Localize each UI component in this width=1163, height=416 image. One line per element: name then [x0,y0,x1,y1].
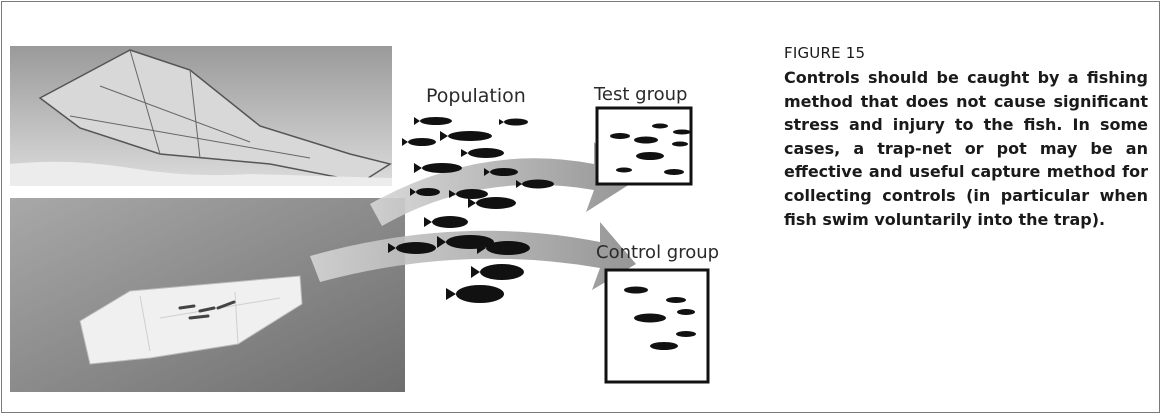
test-group [595,106,693,186]
trawl-scene [10,46,392,186]
trawl-net [38,49,392,183]
figure-illustration: Population Test group Control group [10,46,719,392]
figure-caption-text: Controls should be caught by a fishing m… [784,68,1148,229]
trap-net-scene [10,198,405,392]
arrow-to-control-group [310,222,636,290]
control-group [604,268,710,384]
test-group-label: Test group [593,84,687,105]
population-fish [388,117,554,303]
figure-label: FIGURE 15 [784,44,866,62]
trap-net [79,275,303,365]
arrow-to-test-group [370,142,630,226]
figure-caption: FIGURE 15 Controls should be caught by a… [784,44,1148,231]
population-label: Population [426,85,526,107]
control-group-box [604,268,710,384]
control-group-label: Control group [596,242,719,263]
